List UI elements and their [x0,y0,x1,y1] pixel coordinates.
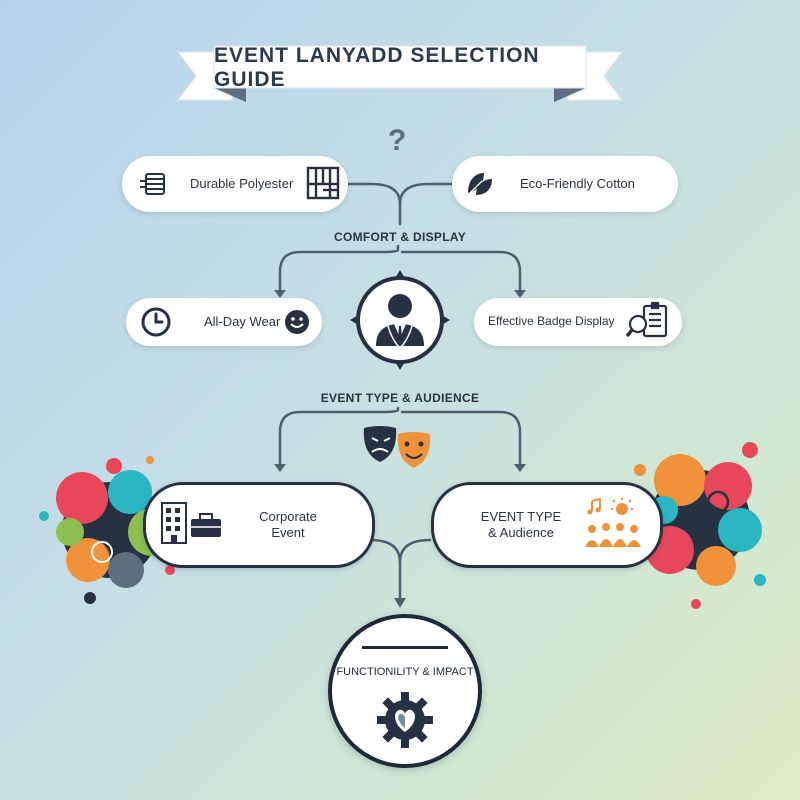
event-section-label: EVENT TYPE & AUDIENCE [320,391,480,405]
functionality-impact-label: FUNCTIONILITY & IMPACT [336,666,474,678]
all-day-wear-label: All-Day Wear [204,314,281,329]
comfort-option-badge-display: Effective Badge Display [474,298,682,346]
corporate-label-line2: Event [271,525,305,540]
final-node-divider [362,646,448,649]
smiley-icon [284,309,310,338]
person-with-lanyard-icon [346,266,454,374]
title-banner [177,45,623,102]
audience-label-line1: EVENT TYPE [480,509,562,524]
event-option-audience: EVENT TYPE & Audience [431,482,663,568]
briefcase-icon [190,513,222,544]
gear-heart-icon [375,690,435,755]
clock-icon [140,306,172,341]
corporate-event-label: Corporate Event [242,509,334,541]
material-option-polyester: Durable Polyester [122,156,348,212]
color-splash-right [634,442,766,609]
polyester-label: Durable Polyester [190,176,294,191]
weave-icon [306,166,340,203]
audience-label-line2: & Audience [488,525,554,540]
office-building-icon [160,501,190,550]
comfort-option-all-day-wear: All-Day Wear [126,298,322,346]
page-title: EVENT LANYADD SELECTION GUIDE [214,44,540,91]
leaf-icon [460,165,498,206]
cotton-label: Eco-Friendly Cotton [520,176,635,191]
question-mark-icon: ? [388,124,407,157]
event-option-corporate: Corporate Event [143,482,375,568]
functionality-impact-node: FUNCTIONILITY & IMPACT [328,614,482,768]
spool-icon [140,172,168,199]
material-option-cotton: Eco-Friendly Cotton [452,156,678,212]
badge-display-label: Effective Badge Display [488,314,615,328]
event-type-audience-label: EVENT TYPE & Audience [466,509,576,541]
badge-magnifier-icon [625,301,672,345]
comfort-section-label: COMFORT & DISPLAY [334,230,466,244]
audience-concert-icon [582,497,646,554]
theater-masks-icon [360,424,440,477]
corporate-label-line1: Corporate [259,509,317,524]
